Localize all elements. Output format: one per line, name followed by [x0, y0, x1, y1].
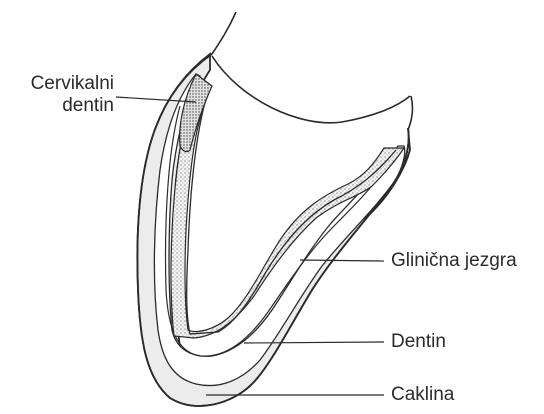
- label-cervikalni-line2: dentin: [4, 95, 114, 117]
- label-cervikalni-dentin: Cervikalni dentin: [4, 73, 114, 117]
- occlusal-curve: [212, 56, 410, 123]
- label-glinicna-jezgra: Glinična jezgra: [391, 250, 517, 272]
- label-caklina: Caklina: [391, 384, 454, 406]
- root-left-line: [212, 12, 236, 54]
- label-dentin: Dentin: [391, 331, 446, 353]
- root-right-line: [408, 96, 412, 130]
- label-cervikalni-line1: Cervikalni: [4, 73, 114, 95]
